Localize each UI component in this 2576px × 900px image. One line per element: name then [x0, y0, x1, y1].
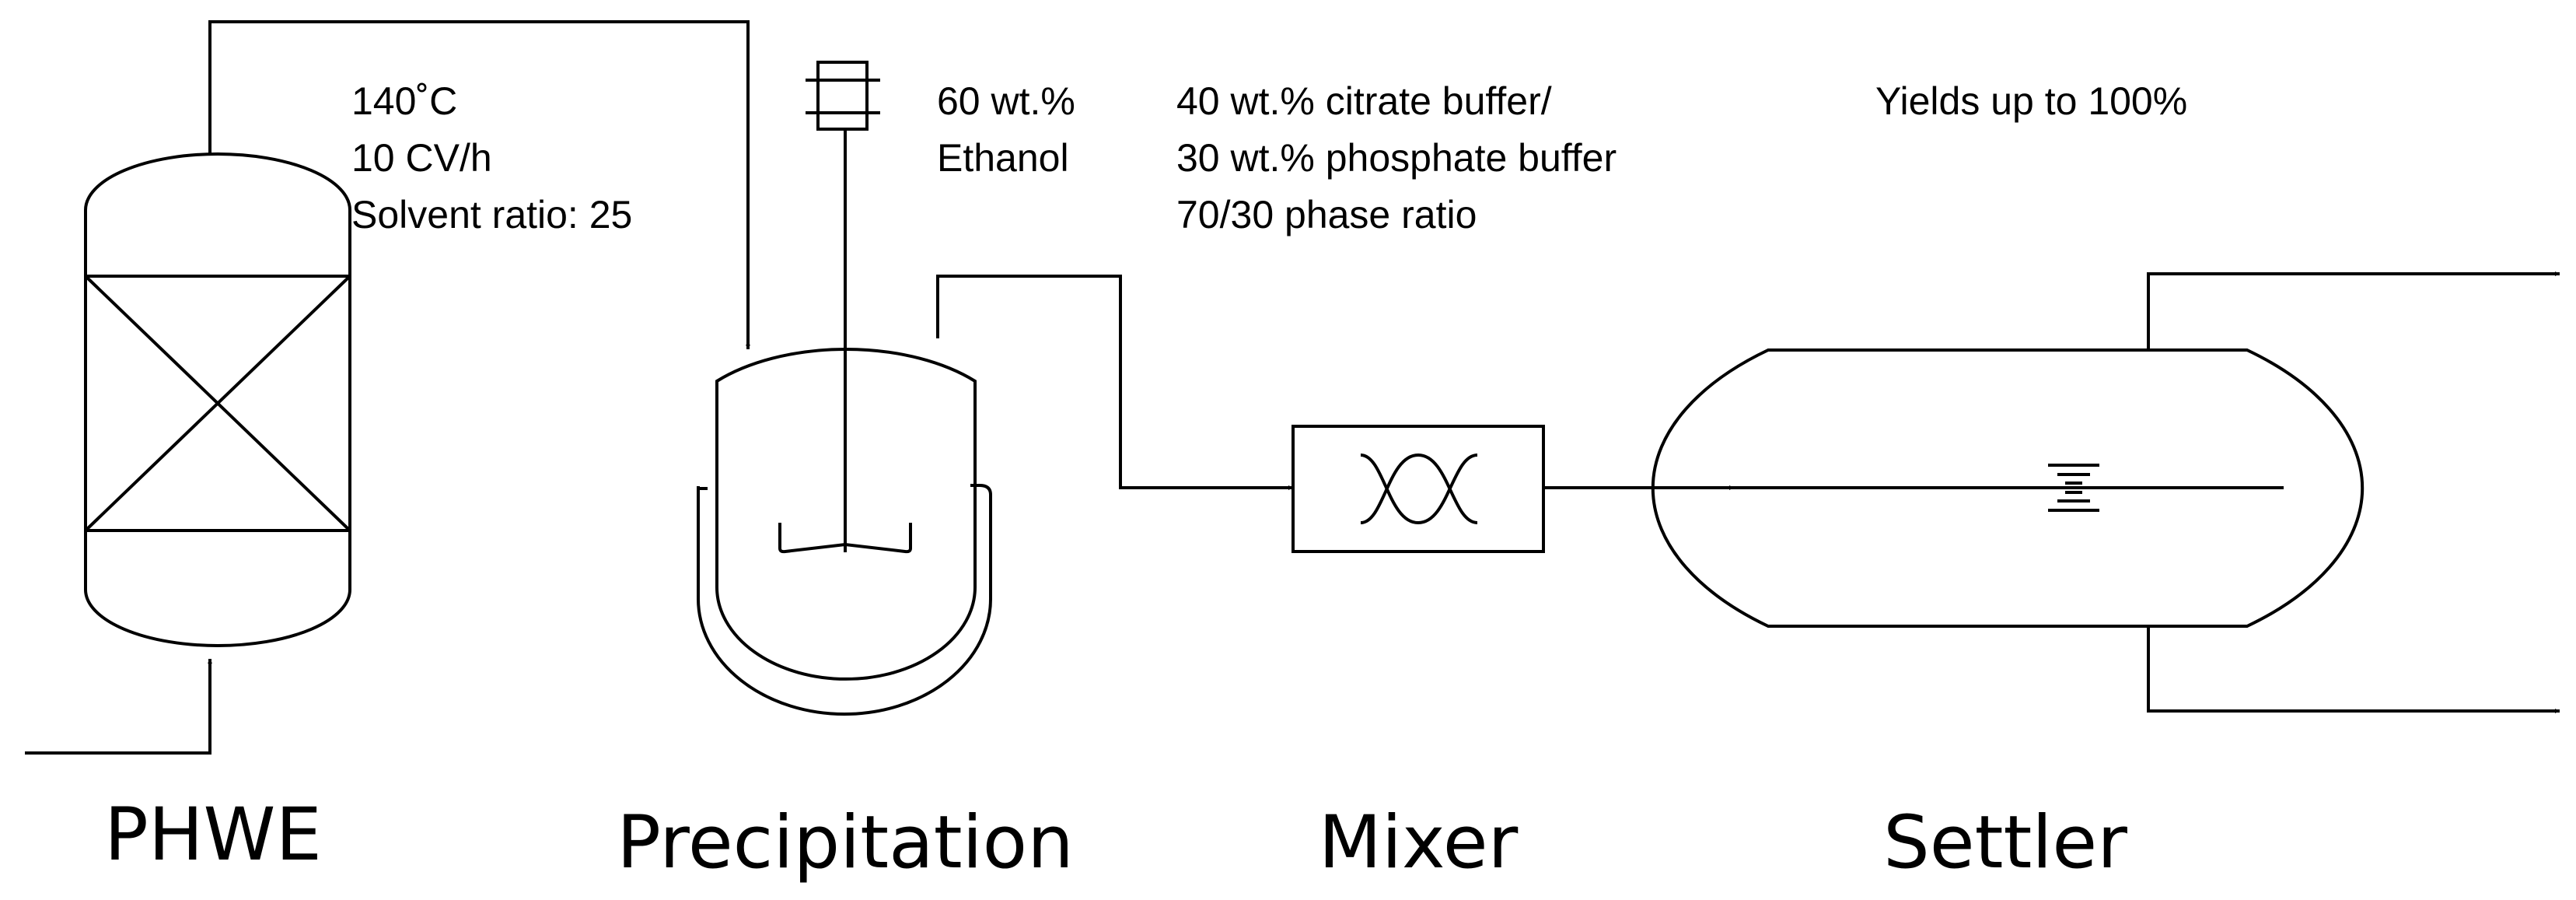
mixer-param-phase-ratio: 70/30 phase ratio — [1176, 193, 1477, 236]
stirred-tank-icon — [696, 348, 992, 716]
agitator-motor-icon — [778, 61, 912, 554]
settler-top-outlet-stream — [2147, 271, 2560, 350]
phwe-label: PHWE — [104, 793, 322, 877]
settler-label: Settler — [1883, 800, 2127, 885]
mixer-param-phosphate: 30 wt.% phosphate buffer — [1176, 136, 1617, 180]
phwe-param-flow: 10 CV/h — [351, 136, 492, 180]
precipitation-to-mixer-stream — [936, 275, 1293, 490]
settler-vessel-icon — [1651, 348, 2365, 628]
precipitation-param-solvent: Ethanol — [937, 136, 1069, 180]
settler-param-yield: Yields up to 100% — [1875, 79, 2187, 123]
phwe-column-icon — [84, 152, 351, 647]
phwe-param-solvent-ratio: Solvent ratio: 25 — [351, 193, 632, 236]
precipitation-label: Precipitation — [617, 800, 1074, 885]
settler-bottom-outlet-stream — [2147, 626, 2560, 713]
phwe-param-temperature: 140˚C — [351, 79, 457, 123]
mixer-param-citrate: 40 wt.% citrate buffer/ — [1176, 79, 1552, 123]
static-mixer-icon — [1291, 425, 1545, 553]
precipitation-param-concentration: 60 wt.% — [937, 79, 1075, 123]
mixer-label: Mixer — [1319, 800, 1519, 885]
phwe-feed-stream — [25, 659, 212, 755]
phwe-to-precipitation-stream — [208, 20, 750, 349]
phase-interface-icon — [2048, 464, 2099, 512]
